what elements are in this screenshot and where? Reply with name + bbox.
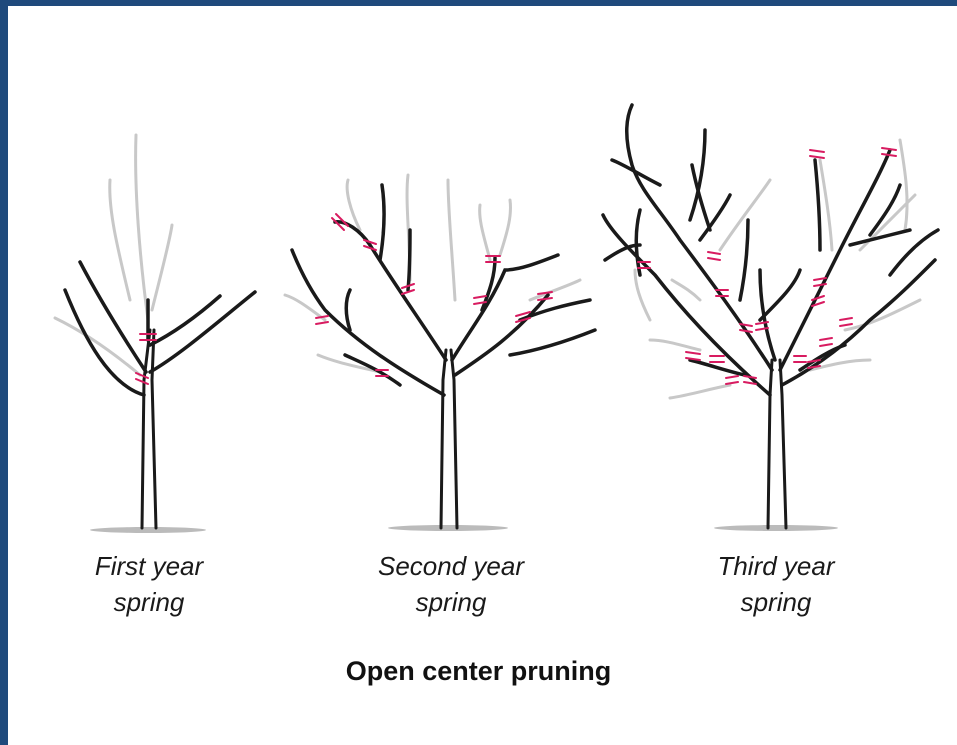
caption-line1: Third year xyxy=(666,548,886,584)
tree-third-year xyxy=(603,105,938,531)
caption-third-year: Third year spring xyxy=(666,548,886,620)
cut-marks xyxy=(316,214,552,376)
caption-line1: Second year xyxy=(341,548,561,584)
caption-line1: First year xyxy=(39,548,259,584)
diagram-title: Open center pruning xyxy=(0,656,957,687)
tree-second-year xyxy=(285,175,595,531)
caption-line2: spring xyxy=(39,584,259,620)
caption-second-year: Second year spring xyxy=(341,548,561,620)
caption-line2: spring xyxy=(341,584,561,620)
caption-first-year: First year spring xyxy=(39,548,259,620)
tree-first-year xyxy=(55,135,255,533)
caption-line2: spring xyxy=(666,584,886,620)
